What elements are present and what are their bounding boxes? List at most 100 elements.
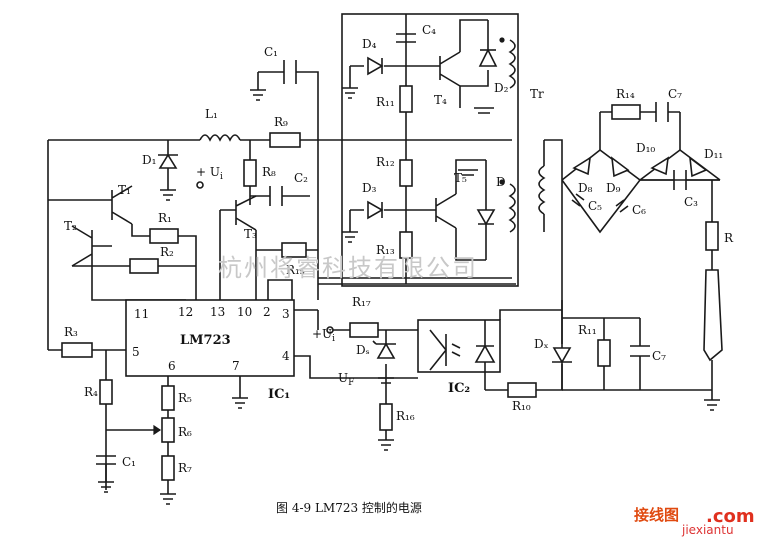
- label-R11-out: R₁₁: [578, 323, 597, 337]
- figure-caption: 图 4-9 LM723 控制的电源: [276, 500, 422, 515]
- resistor-R1-top: [149, 228, 179, 244]
- label-R17: R₁₇: [352, 295, 371, 309]
- ic1-pin-12: 12: [178, 305, 193, 319]
- resistor-R: [705, 221, 719, 251]
- ic1-pin-13: 13: [210, 305, 225, 319]
- ic1-lm723: LM723 11 12 13 10 2 3 5 6 7 4 IC₁: [125, 299, 418, 409]
- label-D10: D₁₀: [636, 141, 655, 155]
- zener-Ds: [376, 342, 396, 359]
- label-C1-top: C₁: [264, 45, 278, 59]
- label-Ui-opto: +Ui: [312, 327, 335, 344]
- label-D2: D₂: [494, 81, 509, 95]
- inductor-L1: [199, 134, 241, 142]
- ic1-ref: IC₁: [268, 387, 290, 402]
- label-D1: D₁: [142, 153, 156, 167]
- label-T5: T₅: [454, 171, 467, 185]
- resistor-R4: [99, 379, 113, 405]
- ic1-pin-6: 6: [168, 359, 176, 373]
- label-R14: R₁₄: [616, 87, 635, 101]
- potentiometer-R6: [161, 417, 175, 443]
- label-R2: R₂: [160, 245, 174, 259]
- load-tube: [703, 269, 723, 362]
- ic1-pin-11: 11: [134, 307, 149, 321]
- label-D11: D₁₁: [704, 147, 723, 161]
- site-logo-com: .com: [706, 506, 755, 527]
- diode-D2: [478, 48, 498, 67]
- label-C7: C₇: [668, 87, 682, 101]
- ic1-pin-2: 2: [263, 305, 271, 319]
- watermark-text: 杭州将睿科技有限公司: [218, 254, 478, 282]
- ic1-body: [125, 299, 295, 377]
- left-control-section: L₁ R₉ C₁ D₁ + Ui R₈ C₂ T₁ T₂ R₁: [47, 45, 512, 350]
- diode-D11: [689, 156, 708, 178]
- zener-Dx: [552, 347, 572, 364]
- diode-D-sec: [476, 209, 496, 226]
- label-R7: R₇: [178, 461, 192, 475]
- resistor-R14: [611, 104, 641, 120]
- label-T1: T₁: [118, 183, 131, 197]
- ic2-ref: IC₂: [448, 381, 470, 396]
- label-R3: R₃: [64, 325, 78, 339]
- label-C3: C₃: [684, 195, 698, 209]
- label-C-out: C₇: [652, 349, 666, 363]
- resistor-R9: [269, 132, 301, 148]
- label-C1-bot: C₁: [122, 455, 136, 469]
- label-T3: T₃: [244, 227, 257, 241]
- resistor-R16: [379, 403, 393, 431]
- label-T4: T₄: [434, 93, 447, 107]
- primary-drive-section: C₄ D₄ R₁₁ T₄ D₂ R₁₂ D₃ R₁₃ T₅: [318, 13, 519, 287]
- diode-D3: [367, 200, 384, 220]
- resistor-R15: [281, 242, 307, 258]
- label-R9: R₉: [274, 115, 288, 129]
- label-R4: R₄: [84, 385, 98, 399]
- ic1-pin-5: 5: [132, 345, 140, 359]
- label-R16: R₁₆: [396, 409, 415, 423]
- label-R13: R₁₃: [376, 243, 395, 257]
- label-UF: UF: [338, 371, 354, 388]
- ic1-name: LM723: [180, 333, 231, 348]
- label-R10: R₁₀: [512, 399, 531, 413]
- label-D8: D₈: [578, 181, 593, 195]
- label-Ui-top: + Ui: [196, 165, 223, 182]
- bottom-left-divider: R₃ R₄ C₁ R₅ R₆ R₇: [48, 325, 192, 505]
- label-R6: R₆: [178, 425, 192, 439]
- resistor-R5: [161, 385, 175, 411]
- label-C5: C₅: [588, 199, 602, 213]
- resistor-R10: [507, 382, 537, 398]
- resistor-R11: [399, 85, 413, 113]
- site-logo-cn: 接线图: [634, 506, 679, 524]
- site-logo: 接线图 .com jiexiantu: [634, 506, 755, 537]
- label-Dx: Dₓ: [534, 337, 549, 351]
- label-R11: R₁₁: [376, 95, 395, 109]
- ic1-pin-4: 4: [282, 349, 290, 363]
- primary-box: [341, 13, 519, 287]
- label-D4: D₄: [362, 37, 377, 51]
- resistor-R11-out: [597, 339, 611, 367]
- diode-D10: [650, 156, 670, 176]
- feedback-section: +Ui R₁₇ Dₛ UF R₁₆ IC₂ R₁₀ Dₓ R₁₁ C₇: [312, 295, 712, 451]
- zener-D1: [158, 153, 178, 169]
- resistor-R2: [129, 258, 159, 274]
- label-Tr: Tr: [530, 87, 544, 101]
- resistor-R17: [349, 322, 379, 338]
- label-D9: D₉: [606, 181, 621, 195]
- label-D3: D₃: [362, 181, 377, 195]
- label-R8: R₈: [262, 165, 276, 179]
- output-section: Tr R₁₄ C₇ D₈ D₉ D₁₀ D₁₁ C₅ C₆ C₃ R: [530, 87, 734, 411]
- label-R15: R₁₅: [286, 263, 305, 277]
- resistor-R3: [61, 342, 93, 358]
- label-Ds: Dₛ: [356, 343, 370, 357]
- ic1-pin-7: 7: [232, 359, 240, 373]
- label-L1: L₁: [205, 107, 218, 121]
- label-R5: R₅: [178, 391, 192, 405]
- label-C6: C₆: [632, 203, 646, 217]
- label-R12: R₁₂: [376, 155, 395, 169]
- resistor-R12: [399, 159, 413, 187]
- diode-D4: [367, 56, 384, 76]
- label-R1-top: R₁: [158, 211, 172, 225]
- diode-D9: [611, 156, 630, 178]
- resistor-R7: [161, 455, 175, 481]
- resistor-R8: [243, 159, 257, 187]
